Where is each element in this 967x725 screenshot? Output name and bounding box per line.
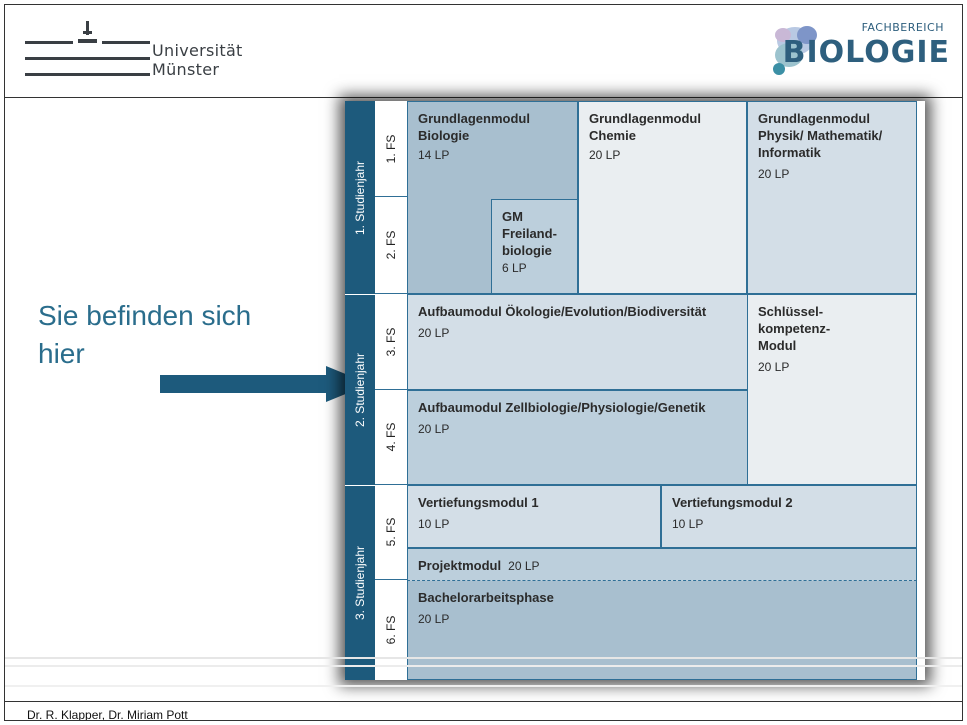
module-projekt: Projektmodul 20 LP <box>407 548 917 581</box>
faculty-emblem-icon <box>773 26 817 75</box>
module-aufbau-oekologie: Aufbaumodul Ökologie/Evolution/Biodivers… <box>407 294 748 390</box>
header-divider <box>5 97 962 98</box>
footer-authors: Dr. R. Klapper, Dr. Miriam Pott <box>27 708 188 721</box>
year-2-label: 2. Studienjahr <box>345 294 375 485</box>
university-emblem-icon <box>25 21 150 76</box>
faculty-logo: FACHBEREICH BIOLOGIE <box>765 17 950 87</box>
module-grundlagen-chemie: Grundlagenmodul Chemie 20 LP <box>578 101 747 294</box>
semester-1-label: 1. FS <box>375 101 407 197</box>
module-bachelorarbeit: Bachelorarbeitsphase 20 LP <box>407 581 917 680</box>
module-gm-freilandbiologie: GM Freiland-biologie 6 LP <box>491 199 578 294</box>
semester-4-label: 4. FS <box>375 390 407 485</box>
decorative-lines <box>5 657 962 697</box>
module-schluesselkompetenz: Schlüssel-kompetenz-Modul 20 LP <box>747 294 917 485</box>
semester-6-label: 6. FS <box>375 580 407 680</box>
module-grundlagen-physik: Grundlagenmodul Physik/ Mathematik/ Info… <box>747 101 917 294</box>
right-arrow-icon <box>160 366 370 402</box>
study-plan: 1. Studienjahr 2. Studienjahr 3. Studien… <box>345 101 925 680</box>
footer-divider <box>5 701 962 702</box>
semester-2-label: 2. FS <box>375 197 407 294</box>
university-name-line2: Münster <box>152 60 220 79</box>
module-vertiefung-2: Vertiefungsmodul 2 10 LP <box>661 485 917 548</box>
year-3-label: 3. Studienjahr <box>345 485 375 680</box>
semester-3-label: 3. FS <box>375 294 407 390</box>
faculty-label-big: BIOLOGIE <box>782 35 950 70</box>
year-1-label: 1. Studienjahr <box>345 101 375 294</box>
semester-5-label: 5. FS <box>375 485 407 580</box>
university-logo: Universität Münster <box>25 19 265 89</box>
module-aufbau-zellbiologie: Aufbaumodul Zellbiologie/Physiologie/Gen… <box>407 390 748 485</box>
slide: Universität Münster FACHBEREICH BIOLOGIE… <box>4 4 963 721</box>
module-vertiefung-1: Vertiefungsmodul 1 10 LP <box>407 485 661 548</box>
university-name-line1: Universität <box>152 41 243 60</box>
location-caption: Sie befinden sich hier <box>38 300 252 369</box>
faculty-label-small: FACHBEREICH <box>861 21 944 34</box>
